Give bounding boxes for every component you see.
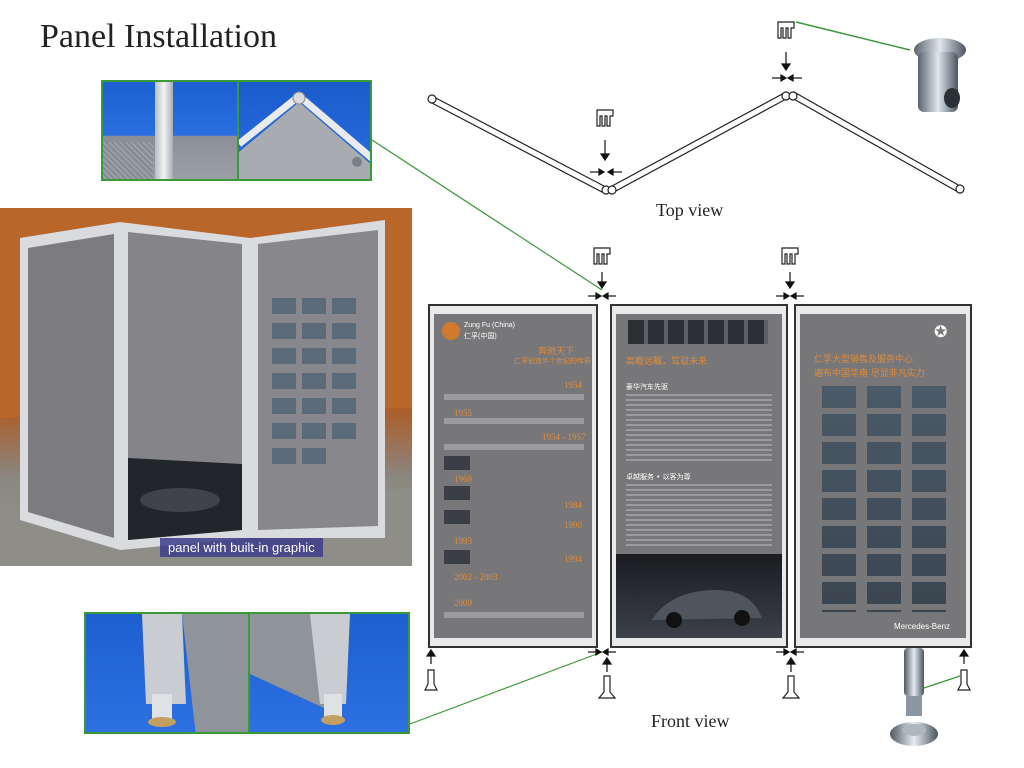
aluminum-post — [155, 82, 173, 179]
year-label: 2009 — [454, 598, 472, 608]
text-block — [626, 394, 772, 464]
cap-icon — [781, 247, 799, 265]
front-panel-left-graphic: Zung Fu (China) 仁孚(中国) 奔驰天下 仁孚创造半个世纪的传奇 … — [434, 314, 592, 638]
middle-section-2: 卓越服务 • 以客为尊 — [626, 473, 691, 481]
left-heading-cn: 奔驰天下 — [538, 347, 575, 357]
car-thumbnail — [444, 510, 470, 524]
year-label: 1993 — [454, 536, 472, 546]
company-name-en: Zung Fu (China) — [464, 322, 515, 329]
text-block — [444, 418, 584, 424]
right-heading-cn-2: 遍布中国华南 尽显非凡实力 — [814, 369, 925, 379]
photo-panel-joint-top — [237, 80, 372, 181]
front-view-diagram: Zung Fu (China) 仁孚(中国) 奔驰天下 仁孚创造半个世纪的传奇 … — [428, 304, 972, 648]
photo-caption: panel with built-in graphic — [160, 538, 323, 557]
top-view-label: Top view — [656, 200, 724, 220]
foot-detail-illustration — [142, 614, 248, 732]
front-panel-middle-graphic: 高瞻远瞩，驾驭未来 豪华汽车先驱 卓越服务 • 以客为尊 — [616, 314, 782, 638]
foot-part-image — [890, 648, 938, 746]
front-view-label: Front view — [651, 711, 730, 731]
cap-icons — [596, 21, 795, 127]
car-thumbnail — [444, 456, 470, 470]
car-photo — [616, 554, 782, 638]
top-view-diagram — [427, 21, 965, 195]
hinge-corner-illustration — [239, 91, 370, 179]
year-label: 1954 - 1957 — [542, 432, 586, 442]
connector-line-foot-part — [923, 675, 961, 689]
year-label: 1955 — [454, 408, 472, 418]
photo-foot-detail-right — [248, 612, 410, 734]
mercedes-star-icon: ✪ — [934, 324, 948, 341]
car-thumbnail — [444, 486, 470, 500]
photo-foot-detail-left — [84, 612, 250, 734]
year-label: 1954 — [564, 380, 582, 390]
photo-strip — [628, 320, 768, 344]
foot-detail-illustration — [250, 614, 350, 725]
fabric-texture — [103, 142, 153, 179]
mercedes-benz-label: Mercedes-Benz — [894, 622, 951, 631]
top-cap-part-image — [914, 38, 966, 112]
middle-heading-cn: 高瞻远瞩，驾驭未来 — [626, 357, 708, 367]
front-view-markers — [424, 247, 971, 699]
year-label: 1994 — [564, 554, 582, 564]
foot-icons — [424, 669, 971, 699]
connector-line-top-cap — [795, 21, 911, 51]
cap-icon — [593, 247, 611, 265]
dealership-photo-grid — [822, 386, 946, 612]
page-title: Panel Installation — [40, 18, 278, 55]
panel-display-illustration — [0, 208, 412, 566]
text-block — [444, 394, 584, 400]
zung-fu-logo — [442, 322, 460, 340]
year-label: 1969 — [454, 474, 472, 484]
text-block — [626, 484, 772, 546]
car-silhouette — [652, 590, 762, 628]
photo-panel-joint-front — [101, 80, 239, 181]
left-subheading-cn: 仁孚创造半个世纪的传奇 — [514, 357, 591, 365]
connector-line-foot-detail — [409, 651, 603, 725]
photo-panel-display: panel with built-in graphic — [0, 208, 412, 566]
year-label: 1990 — [564, 520, 582, 530]
middle-section-1: 豪华汽车先驱 — [626, 383, 668, 391]
front-panel-right-graphic: ✪ 仁孚大型销售及服务中心 遍布中国华南 尽显非凡实力 Mercedes-Ben… — [800, 314, 966, 638]
year-label: 2002 - 2003 — [454, 572, 498, 582]
connector-line-top-detail — [371, 139, 603, 291]
text-block — [444, 612, 584, 618]
company-name-cn: 仁孚(中国) — [464, 333, 497, 340]
text-block — [444, 444, 584, 450]
right-heading-cn-1: 仁孚大型销售及服务中心 — [814, 355, 914, 365]
year-label: 1984 — [564, 500, 582, 510]
car-thumbnail — [444, 550, 470, 564]
